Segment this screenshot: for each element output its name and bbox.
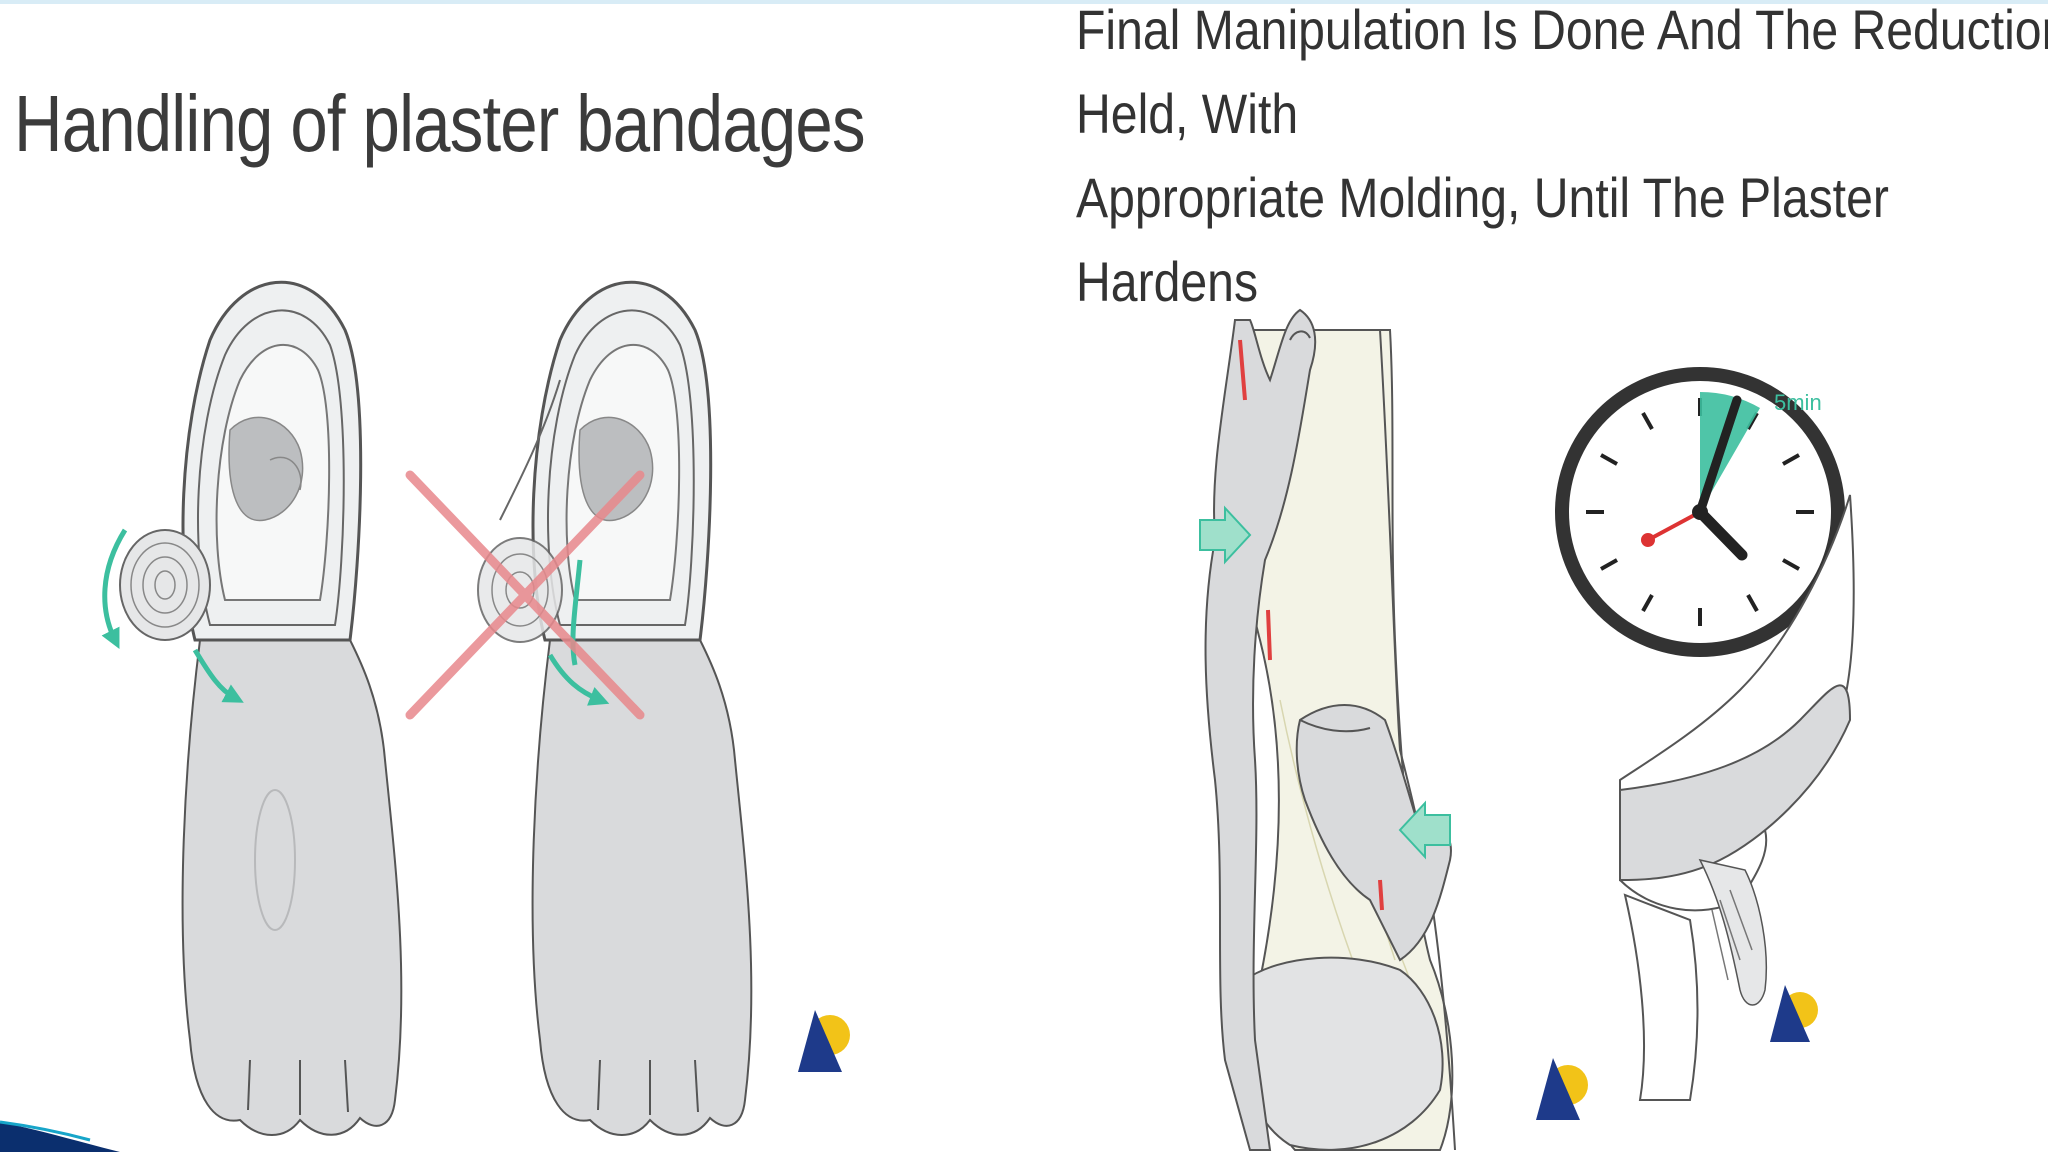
clock-icon: 5min	[1555, 367, 1845, 657]
title-line-3: Appropriate Molding, Until The Plaster	[1076, 166, 1889, 229]
slide-title-right: Final Manipulation Is Done And The Reduc…	[1076, 0, 2048, 324]
cross-icon	[405, 470, 645, 720]
foot-illustration-correct	[101, 280, 403, 1136]
top-strip	[0, 0, 2048, 4]
foot-illustration-incorrect	[405, 280, 753, 1136]
clock-label: 5min	[1774, 390, 1822, 415]
reduction-illustration	[1199, 308, 1456, 1151]
push-arrow-right	[1398, 800, 1451, 860]
wrap-direction-arrow	[192, 648, 244, 703]
logo-icon	[1770, 985, 1818, 1042]
title-line-1: Final Manipulation Is Done And The Reduc…	[1076, 0, 2048, 61]
logo-icon	[798, 1010, 850, 1072]
slide-title-left: Handling of plaster bandages	[14, 79, 866, 168]
roll-direction-arrow	[101, 528, 128, 649]
push-arrow-left	[1199, 505, 1252, 565]
decorative-swoosh	[0, 1120, 120, 1152]
logo-icon	[1536, 1058, 1588, 1120]
cast-illustration	[1619, 494, 1855, 1101]
title-line-2: Held, With	[1076, 82, 1299, 145]
plaster-roll	[119, 529, 211, 641]
title-line-4: Hardens	[1076, 250, 1259, 313]
